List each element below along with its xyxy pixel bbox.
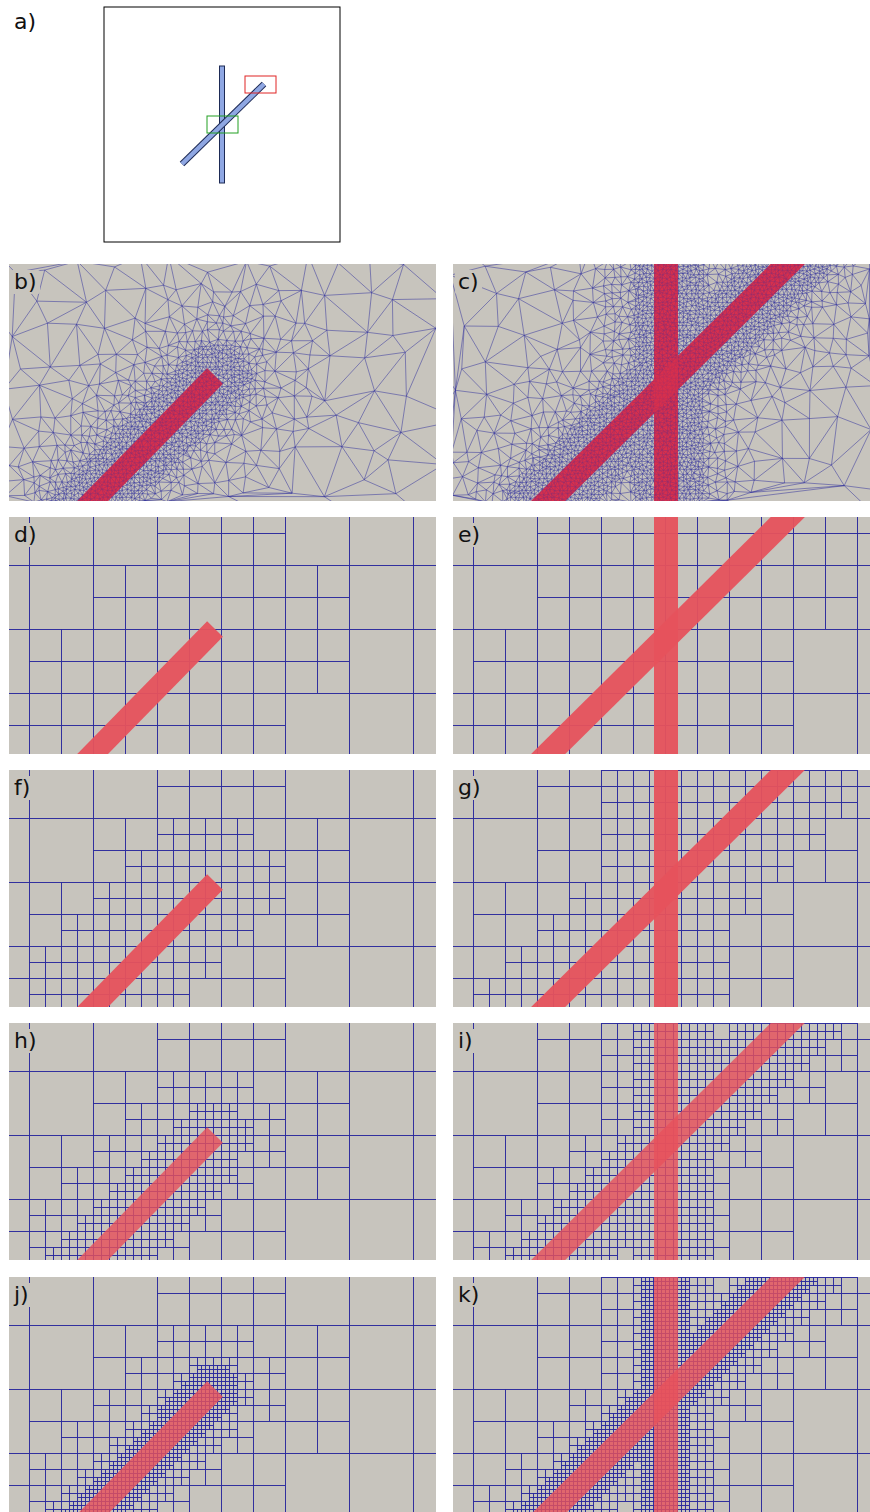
mesh-panel [9,264,436,501]
zoom-box-tip [245,76,276,93]
mesh-panel [9,517,436,754]
fracture-band [525,1277,812,1512]
panel-label: d) [11,523,40,547]
fracture-band [67,1381,223,1512]
panel-label: j) [11,1283,32,1307]
quadtree-mesh [9,1023,436,1260]
mesh-panel [9,770,436,1007]
fracture-band [525,517,812,754]
triangle-mesh [9,264,436,501]
diagonal-fracture-outline [182,84,264,164]
mesh-panel [9,1023,436,1260]
panel-label: f) [11,776,33,800]
triangle-mesh [453,264,870,501]
fracture-band [525,1023,812,1260]
panel-ground [9,770,436,1007]
panel-label: e) [455,523,483,547]
panel-label: i) [455,1029,476,1053]
panel-label: g) [455,776,484,800]
panel-ground [9,517,436,754]
mesh-panel [453,264,870,501]
mesh-panels [0,64,870,1512]
mesh-panel [453,517,870,754]
fracture-band [67,874,223,1007]
panel-label: b) [11,270,40,294]
panel-label: a) [11,10,39,34]
fracture-band-overlay [525,264,812,501]
panel-label: k) [455,1283,482,1307]
mesh-panel [453,1023,870,1260]
mesh-panel [453,1277,870,1512]
panel-ground [9,1023,436,1260]
diagonal-fracture [182,84,264,164]
fracture-band [67,1127,223,1260]
fracture-band [525,264,812,501]
quadtree-mesh [9,1277,436,1512]
fracture-band-overlay [67,368,223,501]
quadtree-mesh [9,770,436,1007]
mesh-panel [453,770,870,1007]
quadtree-mesh [9,517,436,754]
fracture-band [525,770,812,1007]
zoom-box-crossing [207,116,238,133]
mesh-panel [9,1277,436,1512]
domain-box [104,7,340,242]
panel-ground [9,1277,436,1512]
panel-label: h) [11,1029,40,1053]
fracture-band [67,621,223,754]
panel-label: c) [455,270,482,294]
domain-overview [104,7,340,242]
